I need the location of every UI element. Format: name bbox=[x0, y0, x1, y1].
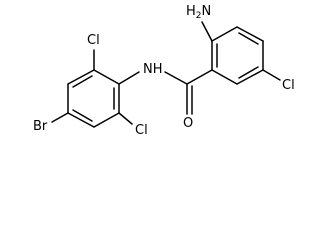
amide-nh-label: NH bbox=[143, 62, 163, 77]
amino-label-n: N bbox=[202, 4, 212, 19]
bond-br bbox=[51, 112, 69, 123]
bond-right-ring-6 bbox=[211, 69, 238, 85]
chlorine-top-left-label: Cl bbox=[87, 33, 100, 48]
bond-right-ring-double-b bbox=[238, 32, 259, 45]
amino-label-subscript: 2 bbox=[196, 11, 202, 21]
bond-nh2 bbox=[201, 21, 213, 42]
bond-cl-right bbox=[262, 69, 281, 81]
bond-left-ring-1 bbox=[93, 69, 120, 85]
bond-right-ring-double-c bbox=[238, 66, 259, 79]
bond-right-ring-3 bbox=[236, 26, 264, 42]
chlorine-right-label: Cl bbox=[282, 78, 295, 93]
bond-cl-bottom bbox=[118, 112, 133, 125]
bond-right-ring-5 bbox=[236, 69, 264, 85]
bond-left-ring-3 bbox=[93, 112, 120, 128]
amino-label-h: H bbox=[186, 4, 196, 19]
carbonyl-oxygen-label: O bbox=[183, 116, 193, 131]
right-ring bbox=[211, 26, 264, 85]
bond-nh-carbonyl bbox=[164, 71, 188, 85]
molecule-structure: H2N NH O Cl Cl Cl Br bbox=[33, 4, 295, 138]
bromine-label: Br bbox=[33, 119, 48, 134]
bond-right-ring-2 bbox=[211, 26, 238, 42]
chlorine-bottom-label: Cl bbox=[135, 123, 148, 138]
bond-left-ring-double-c bbox=[72, 75, 93, 88]
amino-label: H2N bbox=[186, 4, 211, 21]
bond-left-ring-4 bbox=[67, 112, 95, 128]
left-ring bbox=[67, 69, 120, 128]
bond-left-ring-6 bbox=[67, 69, 95, 85]
bond-left-ring-double-b bbox=[72, 109, 93, 122]
bond-c-nh bbox=[118, 71, 140, 85]
bond-carbonyl-ring bbox=[186, 69, 213, 85]
